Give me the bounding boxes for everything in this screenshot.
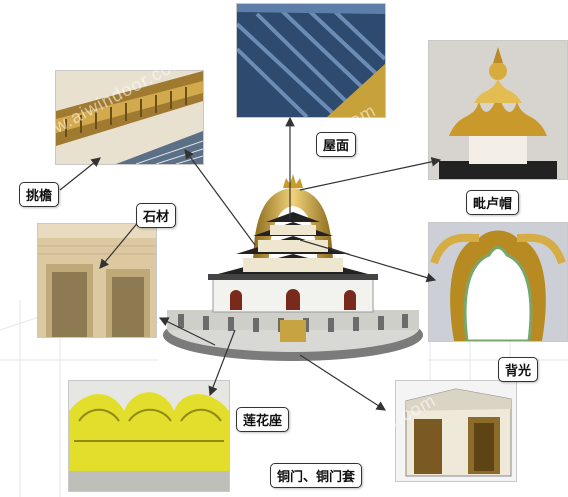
label-halo: 背光 bbox=[498, 357, 539, 382]
copper-door-detail-image bbox=[395, 380, 517, 482]
roof-detail-image bbox=[236, 3, 386, 118]
lotus-base-detail-image bbox=[68, 380, 230, 492]
label-vairocana-cap: 毗卢帽 bbox=[466, 190, 520, 215]
temple-main-image bbox=[158, 170, 428, 370]
label-roof: 屋面 bbox=[316, 132, 357, 157]
label-copper-door: 铜门、铜门套 bbox=[270, 463, 363, 488]
stone-detail-image bbox=[37, 223, 157, 338]
label-stone: 石材 bbox=[136, 203, 177, 228]
vairocana-cap-detail-image bbox=[428, 40, 568, 180]
label-eaves: 挑檐 bbox=[19, 182, 60, 207]
halo-detail-image bbox=[428, 222, 568, 342]
eaves-detail-image bbox=[55, 70, 204, 165]
label-lotus-base: 莲花座 bbox=[236, 407, 290, 432]
